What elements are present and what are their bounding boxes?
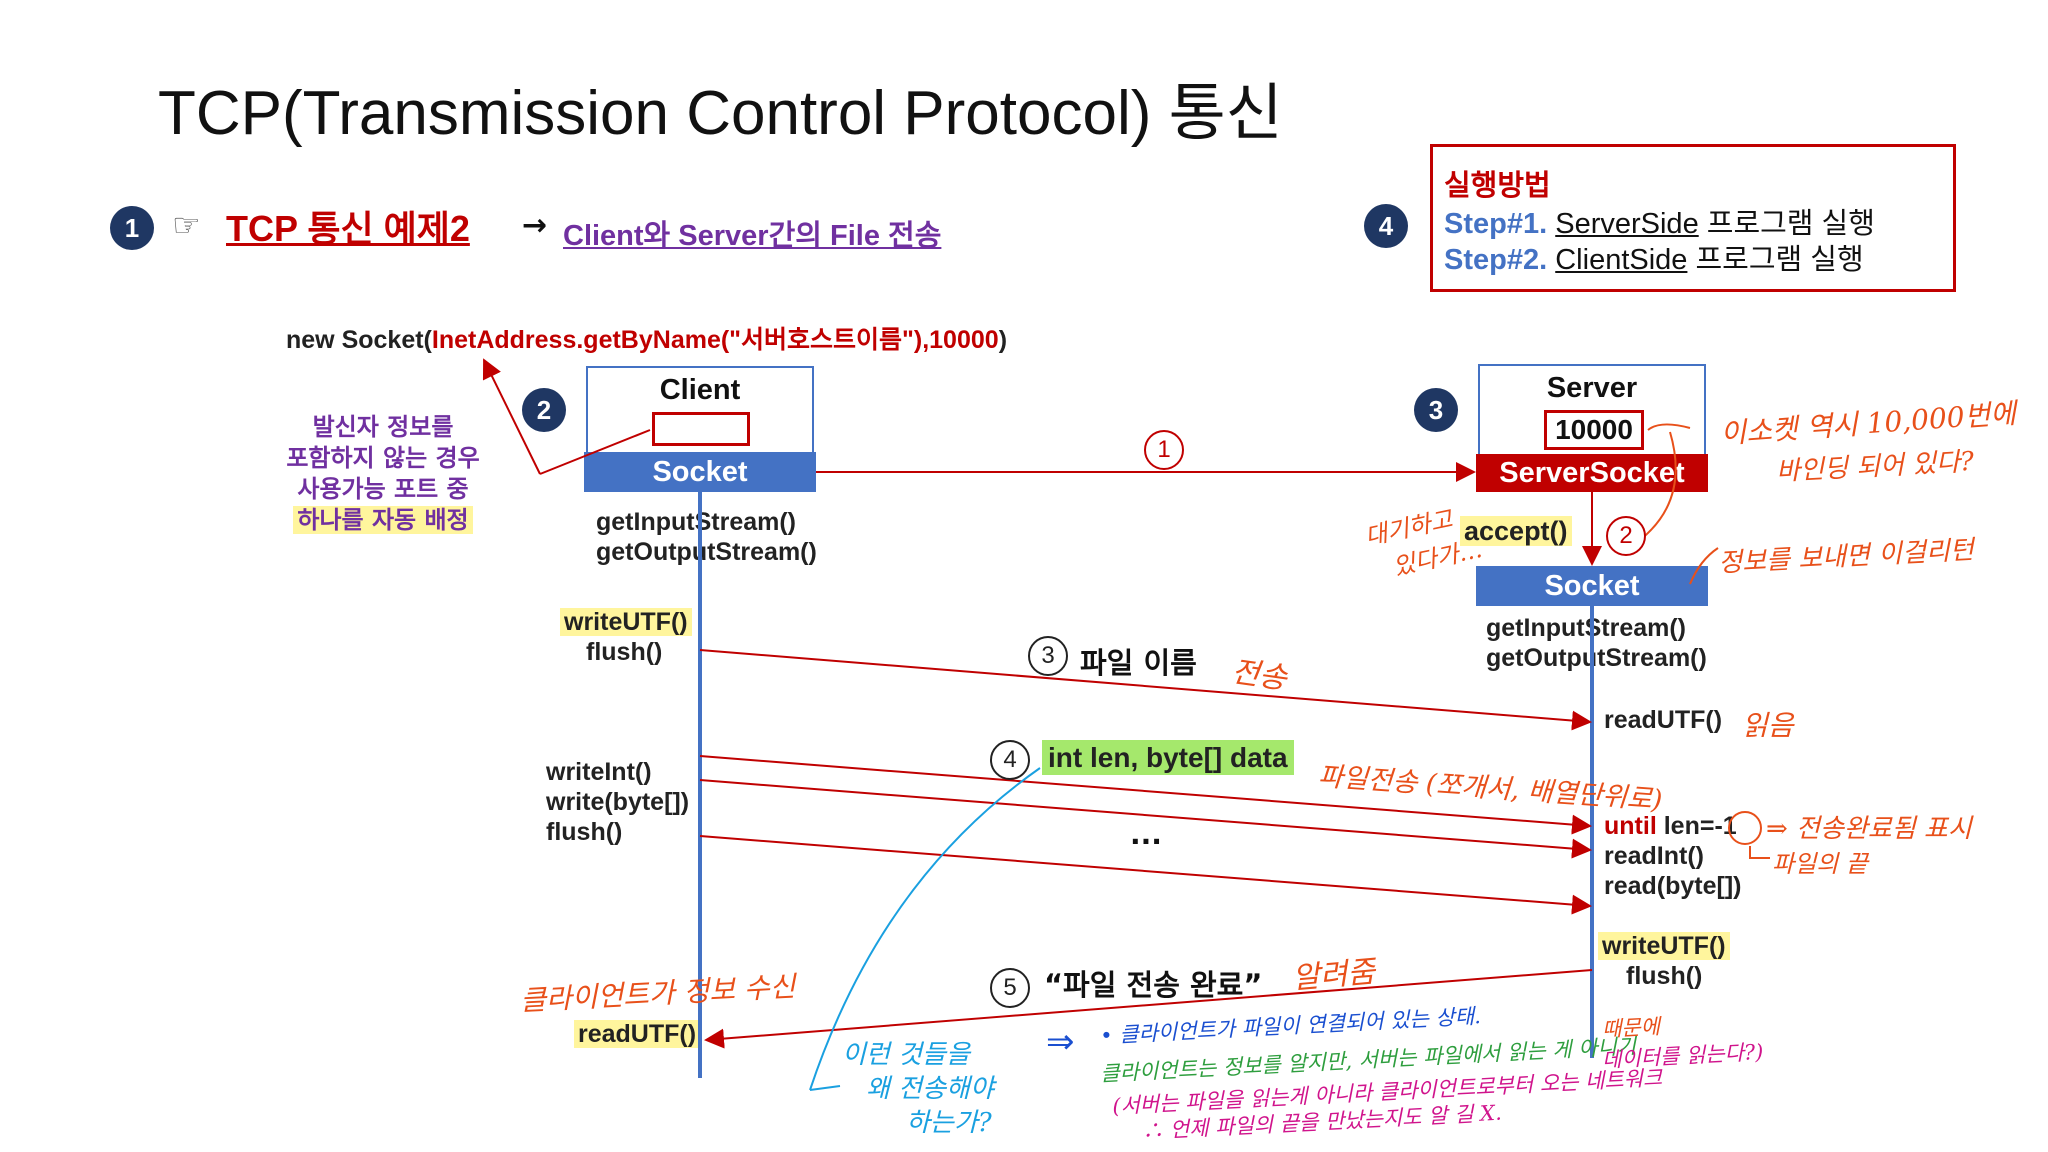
message-3-badge: 3 xyxy=(1028,636,1068,676)
run-step2-label: Step#2. xyxy=(1444,244,1548,276)
send-note: 전송 xyxy=(1229,654,1289,697)
message-1-badge: 1 xyxy=(1144,430,1184,470)
server-label: Server xyxy=(1546,372,1638,404)
step-badge-2: 2 xyxy=(522,388,566,432)
run-step1-program: ServerSide xyxy=(1555,208,1699,240)
message-4-badge: 4 xyxy=(990,740,1030,780)
server-box xyxy=(1478,364,1706,454)
note-line: 포함하지 않는 경우 xyxy=(286,444,480,472)
explain-line-2b: 때문에 xyxy=(1601,1014,1661,1042)
server-read-int: readInt() xyxy=(1604,842,1704,870)
message-2-badge: 2 xyxy=(1606,516,1646,556)
note-line: 발신자 정보를 xyxy=(312,413,454,441)
server-until-condition: len=-1 xyxy=(1663,812,1737,840)
hand-port-bracket xyxy=(1647,423,1691,431)
client-read-utf: readUTF() xyxy=(574,1020,701,1049)
question-note-1: 이런 것들을 xyxy=(842,1040,970,1070)
socket-constructor: new Socket(InetAddress.getByName("서버호스트이… xyxy=(286,320,1007,356)
client-flush-2: flush() xyxy=(546,818,623,846)
message-5-label: “파일 전송 완료” xyxy=(1044,968,1263,1002)
client-write-int: writeInt() xyxy=(546,758,652,786)
client-socket-bar: Socket xyxy=(584,452,816,492)
port-pointer-arrow xyxy=(482,358,541,475)
client-write-bytes: write(byte[]) xyxy=(546,788,690,816)
server-until-keyword: until xyxy=(1604,812,1657,840)
server-socket-bar: ServerSocket xyxy=(1476,454,1708,492)
client-write-utf-text: writeUTF() xyxy=(560,608,692,636)
message-4-text: int len, byte[] data xyxy=(1042,740,1294,775)
file-end-note: 파일의 끝 xyxy=(1772,850,1868,878)
subtitle-link[interactable]: Client와 Server간의 File 전송 xyxy=(563,220,942,252)
run-step2-program: ClientSide xyxy=(1555,244,1688,276)
server-read-utf: readUTF() xyxy=(1604,706,1723,734)
server-accept-text: accept() xyxy=(1460,516,1572,546)
message-5-badge: 5 xyxy=(990,968,1030,1008)
socket-ctor-suffix: ) xyxy=(998,326,1008,354)
hand-question-curve xyxy=(809,767,1041,1091)
pointer-hand-icon: ☞ xyxy=(172,206,201,244)
run-step2-rest: 프로그램 실행 xyxy=(1695,244,1864,276)
note-line-highlight: 하나를 자동 배정 xyxy=(293,506,473,534)
socket-ctor-call: InetAddress.getByName("서버호스트이름"),10000 xyxy=(431,326,999,354)
message-5-arrow xyxy=(704,969,1593,1049)
step-badge-4: 4 xyxy=(1364,204,1408,248)
client-box xyxy=(586,366,814,452)
run-step1: Step#1. ServerSide 프로그램 실행 xyxy=(1444,200,1875,242)
question-note-3: 하는가? xyxy=(906,1108,992,1138)
step-badge-3: 3 xyxy=(1414,388,1458,432)
notify-note: 알려줌 xyxy=(1290,954,1377,997)
client-flush-1: flush() xyxy=(586,638,663,666)
server-get-output-stream: getOutputStream() xyxy=(1486,644,1707,672)
server-read-bytes: read(byte[]) xyxy=(1604,872,1742,900)
run-step2: Step#2. ClientSide 프로그램 실행 xyxy=(1444,236,1864,278)
server-get-input-stream: getInputStream() xyxy=(1486,614,1686,642)
hand-question-tick xyxy=(809,1085,841,1091)
hand-minus-circle xyxy=(1728,811,1762,845)
server-accept: accept() xyxy=(1460,516,1572,547)
server-socket: Socket xyxy=(1476,566,1708,606)
double-arrow-icon: ⇒ xyxy=(1046,1022,1075,1062)
server-write-utf: writeUTF() xyxy=(1598,932,1730,961)
server-port: 10000 xyxy=(1544,410,1644,450)
run-heading: 실행방법 xyxy=(1444,168,1551,202)
client-get-input-stream: getInputStream() xyxy=(596,508,796,536)
read-note: 읽음 xyxy=(1742,709,1794,742)
step-badge-1: 1 xyxy=(110,206,154,250)
server-write-utf-text: writeUTF() xyxy=(1598,932,1730,960)
server-until: until len=-1 xyxy=(1604,812,1737,841)
client-port-box xyxy=(652,412,750,446)
hand-return-curve xyxy=(1639,431,1677,541)
hand-connect-curve xyxy=(1689,547,1719,585)
message-4-arrow-b xyxy=(699,779,1592,859)
client-port-note: 발신자 정보를 포함하지 않는 경우 사용가능 포트 중 하나를 자동 배정 xyxy=(278,412,488,536)
socket-ctor-prefix: new Socket( xyxy=(286,326,432,354)
client-get-output-stream: getOutputStream() xyxy=(596,538,817,566)
message-3-arrow xyxy=(699,649,1592,731)
client-read-utf-text: readUTF() xyxy=(574,1020,701,1048)
client-write-utf: writeUTF() xyxy=(560,608,692,637)
run-step1-rest: 프로그램 실행 xyxy=(1706,208,1875,240)
message-4-label: int len, byte[] data xyxy=(1042,740,1294,775)
ellipsis: ... xyxy=(1130,818,1162,851)
transfer-done-note: ⇒ 전송완료됨 표시 xyxy=(1766,814,1972,844)
page-title: TCP(Transmission Control Protocol) 통신 xyxy=(158,79,1283,148)
server-flush: flush() xyxy=(1626,962,1703,990)
right-arrow-icon: → xyxy=(522,208,548,243)
message-4-arrow-a xyxy=(699,755,1592,835)
message-4-arrow-c xyxy=(699,835,1592,915)
message-3-label: 파일 이름 xyxy=(1080,646,1197,680)
port-pointer-line xyxy=(539,429,651,475)
hand-file-end-bracket xyxy=(1749,846,1770,859)
example-label: TCP 통신 예제2 xyxy=(226,208,470,249)
run-step1-label: Step#1. xyxy=(1444,208,1548,240)
run-instructions-box xyxy=(1430,144,1956,292)
note-line: 사용가능 포트 중 xyxy=(297,475,469,503)
client-label: Client xyxy=(659,374,741,406)
question-note-2: 왜 전송해야 xyxy=(866,1074,994,1104)
